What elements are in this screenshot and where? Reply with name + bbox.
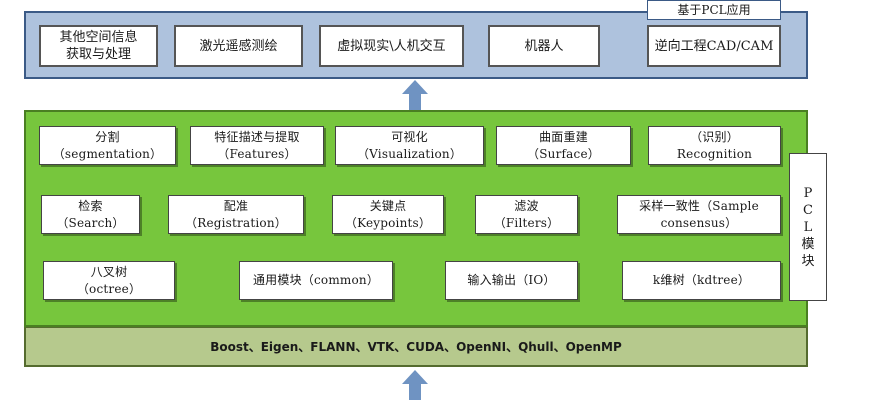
module-visualization: 可视化 （Visualization） <box>335 126 484 165</box>
pcl-module-side-label: P C L 模 块 <box>789 153 827 301</box>
app-box-laser-mapping: 激光遥感测绘 <box>174 25 303 67</box>
module-io: 输入输出（IO） <box>445 261 578 300</box>
app-box-robot: 机器人 <box>488 25 600 67</box>
up-arrow-shaft-top <box>409 93 421 110</box>
module-search: 检索 （Search） <box>41 195 140 234</box>
app-box-vr-hci: 虚拟现实\人机交互 <box>319 25 464 67</box>
up-arrow-head-bottom <box>402 370 428 384</box>
application-layer-tag: 基于PCL应用 <box>647 0 781 20</box>
module-filters: 滤波 （Filters） <box>475 195 578 234</box>
module-octree: 八叉树 （octree） <box>43 261 175 300</box>
module-common: 通用模块（common） <box>239 261 393 300</box>
app-box-reverse-engineering: 逆向工程CAD/CAM <box>647 25 781 67</box>
module-segmentation: 分割 （segmentation） <box>39 126 176 165</box>
module-recognition: （识别） Recognition <box>648 126 781 165</box>
module-kdtree: k维树（kdtree） <box>622 261 781 300</box>
app-box-spatial-info: 其他空间信息 获取与处理 <box>39 25 158 67</box>
module-registration: 配准 （Registration） <box>168 195 304 234</box>
module-surface: 曲面重建 （Surface） <box>496 126 631 165</box>
up-arrow-shaft-bottom <box>409 384 421 400</box>
module-keypoints: 关键点 （Keypoints） <box>332 195 444 234</box>
dependencies-layer: Boost、Eigen、FLANN、VTK、CUDA、OpenNI、Qhull、… <box>24 327 808 367</box>
up-arrow-head-top <box>402 80 428 94</box>
module-features: 特征描述与提取 （Features） <box>190 126 324 165</box>
module-sample-consensus: 采样一致性（Sample consensus） <box>617 195 781 234</box>
dependencies-text: Boost、Eigen、FLANN、VTK、CUDA、OpenNI、Qhull、… <box>210 340 622 354</box>
